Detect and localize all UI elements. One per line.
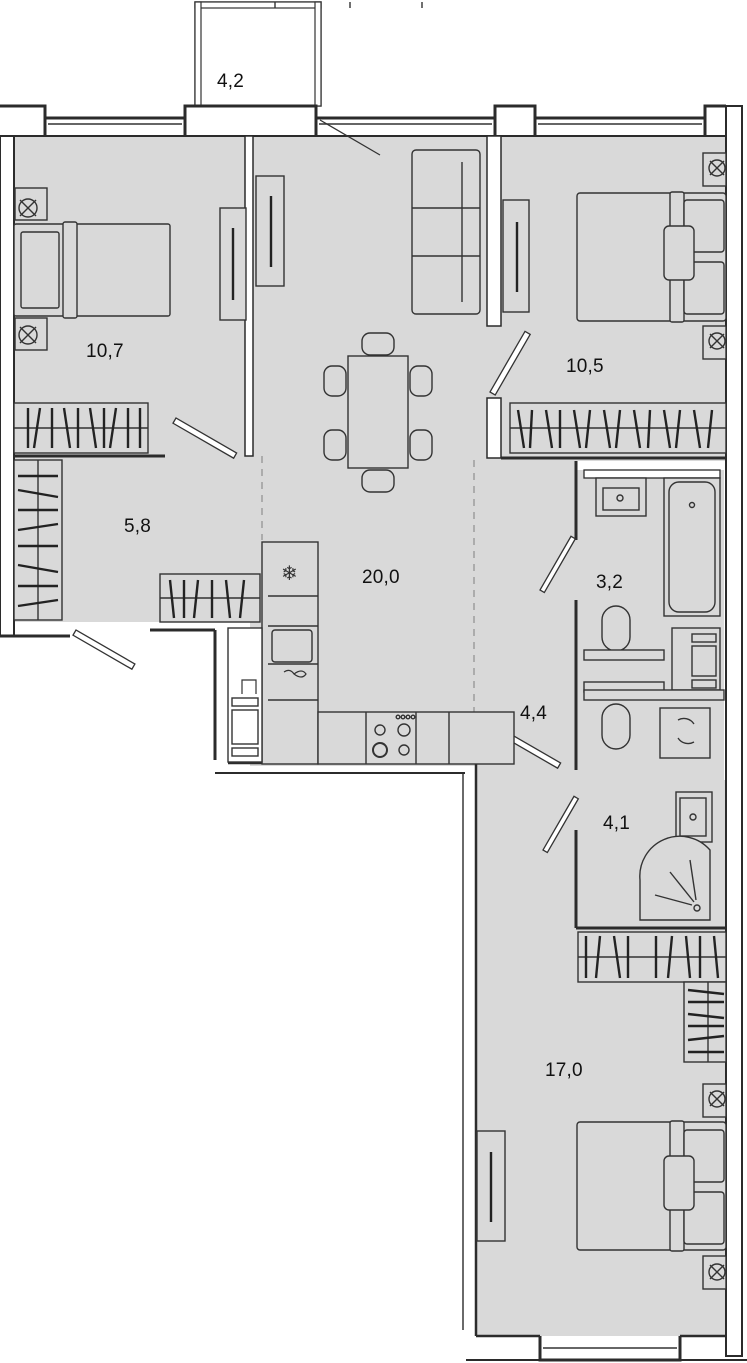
bathroom-2-fixtures	[583, 681, 725, 921]
svg-text:❄: ❄	[281, 561, 298, 585]
area-label-corridor: 4,4	[520, 703, 548, 724]
area-label-hall: 5,8	[124, 516, 152, 537]
bathroom-1-fixtures	[583, 477, 721, 691]
bedroom-2-furniture	[509, 152, 727, 454]
doors	[72, 119, 580, 854]
area-label-bedroom-2: 10,5	[566, 356, 604, 377]
master-bedroom-furniture	[476, 931, 727, 1290]
area-label-bathroom-1: 3,2	[596, 572, 624, 593]
hall-furniture	[13, 459, 261, 623]
kitchen-furniture: ❄	[227, 541, 515, 765]
bedroom-1-furniture	[13, 175, 285, 454]
interior-walls	[14, 135, 726, 930]
area-label-balcony: 4,2	[217, 71, 245, 92]
area-label-master-bedroom: 17,0	[545, 1060, 583, 1081]
living-furniture	[323, 149, 530, 493]
area-label-kitchen-living: 20,0	[362, 567, 400, 588]
outer-walls	[0, 104, 747, 1362]
balcony	[194, 1, 423, 107]
area-label-bathroom-2: 4,1	[603, 813, 631, 834]
area-label-bedroom-1: 10,7	[86, 341, 124, 362]
